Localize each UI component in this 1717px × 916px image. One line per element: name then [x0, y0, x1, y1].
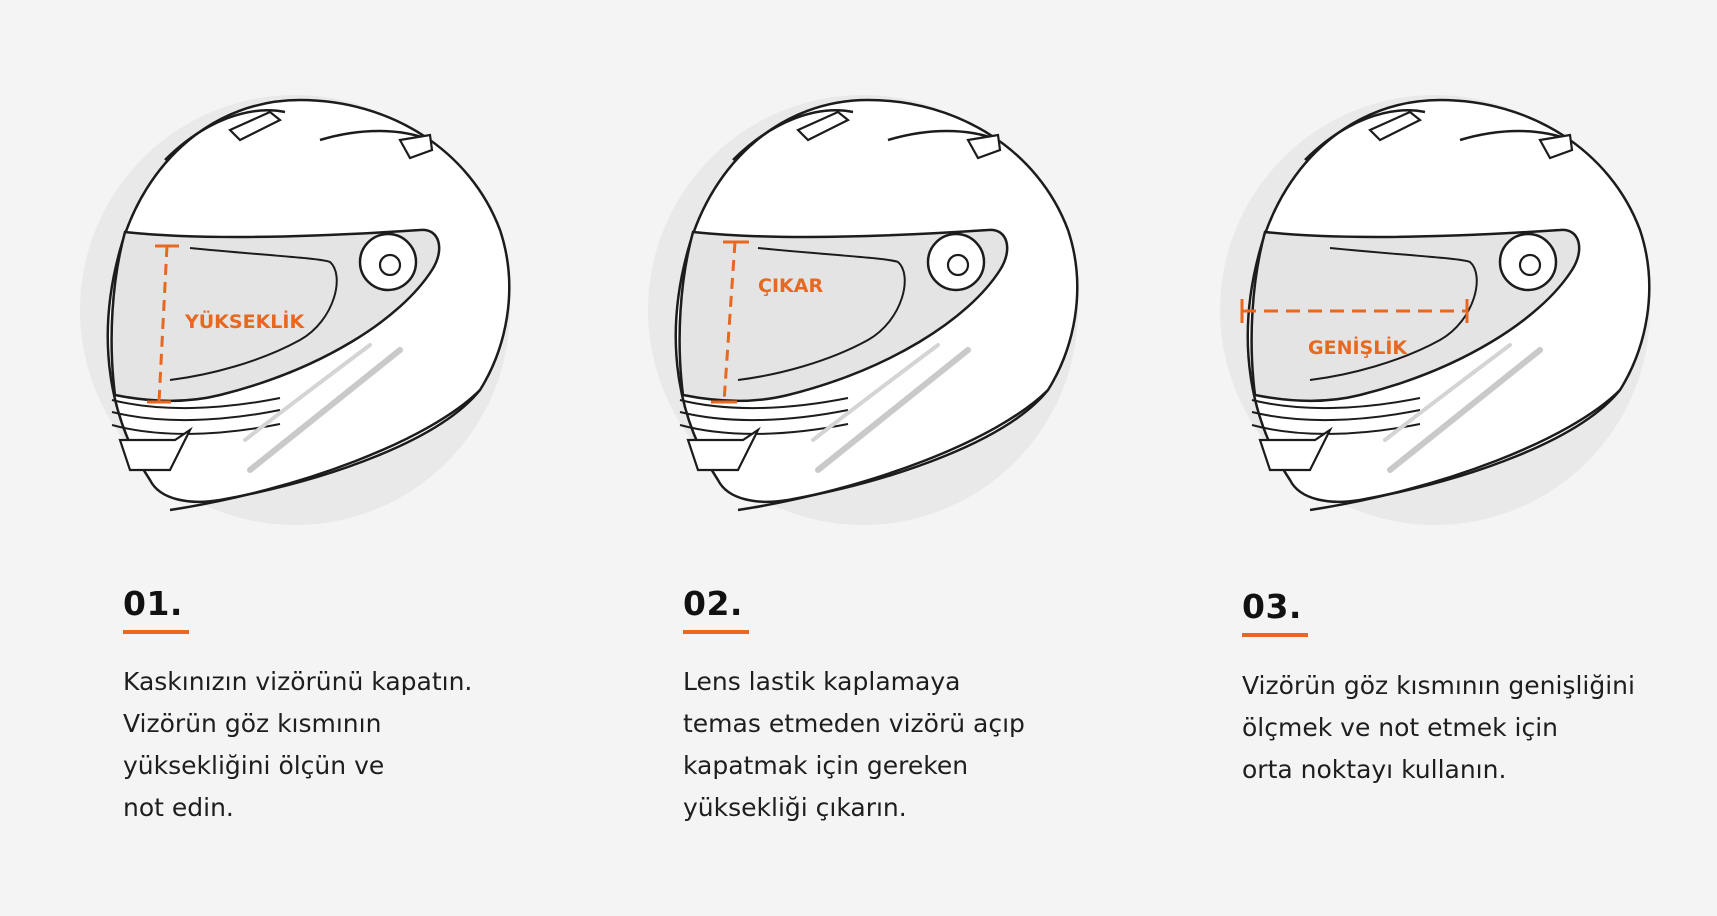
helmet-drawing [1220, 95, 1651, 525]
description-line: Vizörün göz kısmının genişliğini [1242, 671, 1635, 700]
measure-label: ÇIKAR [758, 275, 823, 297]
description-line: Vizörün göz kısmının [123, 709, 382, 738]
helmet-icon: GENİŞLİK [1220, 95, 1651, 525]
step-panel-3: GENİŞLİK 03. Vizörün göz kısmının genişl… [1140, 0, 1700, 916]
step-underline [123, 630, 189, 634]
description-line: ölçmek ve not etmek için [1242, 713, 1558, 742]
description-line: Kaskınızın vizörünü kapatın. [123, 667, 473, 696]
step-description: Lens lastik kaplamaya temas etmeden vizö… [683, 661, 1113, 829]
description-line: kapatmak için gereken [683, 751, 969, 780]
step-underline [683, 630, 749, 634]
description-line: yüksekliği çıkarın. [683, 793, 907, 822]
description-line: not edin. [123, 793, 234, 822]
step-description: Vizörün göz kısmının genişliğini ölçmek … [1242, 665, 1672, 791]
step-number: 02. [683, 584, 743, 623]
measure-label: GENİŞLİK [1308, 335, 1408, 359]
helmet-drawing [80, 95, 511, 525]
width-measure-line [1240, 299, 1469, 323]
description-line: temas etmeden vizörü açıp [683, 709, 1025, 738]
description-line: orta noktayı kullanın. [1242, 755, 1507, 784]
helmet-drawing [648, 95, 1079, 525]
step-panel-1: YÜKSEKLİK 01. Kaskınızın vizörünü kapatı… [0, 0, 560, 916]
height-measure-line [147, 244, 179, 404]
step-number: 01. [123, 584, 183, 623]
description-line: Lens lastik kaplamaya [683, 667, 961, 696]
measure-label: YÜKSEKLİK [184, 309, 305, 333]
description-line: yüksekliğini ölçün ve [123, 751, 385, 780]
helmet-icon: ÇIKAR [648, 95, 1079, 525]
subtract-measure-line [711, 240, 749, 404]
step-number: 03. [1242, 587, 1302, 626]
step-description: Kaskınızın vizörünü kapatın. Vizörün göz… [123, 661, 553, 829]
step-panel-2: ÇIKAR 02. Lens lastik kaplamaya temas et… [568, 0, 1128, 916]
step-underline [1242, 633, 1308, 637]
helmet-icon: YÜKSEKLİK [80, 95, 511, 525]
